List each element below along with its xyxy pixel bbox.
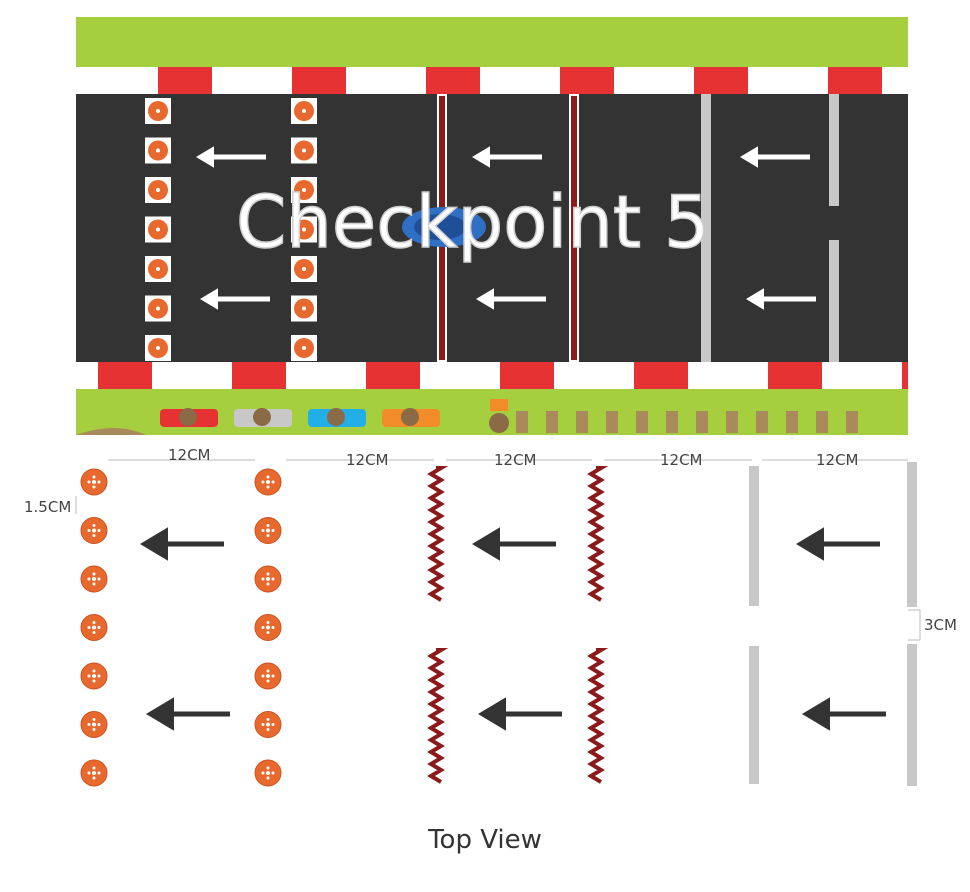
grey-strip bbox=[749, 646, 759, 784]
dark-red-strip bbox=[587, 648, 609, 784]
arrow-left-icon bbox=[140, 527, 224, 561]
dimension-lines bbox=[75, 459, 921, 641]
grey-strip bbox=[907, 644, 917, 786]
track-arrows bbox=[196, 146, 816, 310]
top-view-cones bbox=[80, 468, 282, 787]
cone-marker-icon bbox=[254, 614, 282, 641]
cone-marker-icon bbox=[145, 216, 171, 243]
cone-marker-icon bbox=[80, 565, 108, 593]
asphalt bbox=[76, 94, 908, 362]
cone-marker-icon bbox=[145, 98, 171, 124]
gate-gap-label: 3CM bbox=[924, 616, 957, 634]
arrow-left-icon bbox=[802, 697, 886, 731]
spacing-label-2: 12CM bbox=[346, 451, 389, 469]
car-icon bbox=[402, 207, 486, 247]
checkpoint-title: Checkpoint 5 bbox=[236, 180, 710, 264]
top-view-strips bbox=[427, 462, 917, 786]
cone-marker-icon bbox=[254, 468, 282, 496]
cone-marker-icon bbox=[80, 759, 108, 787]
cone-marker-icon bbox=[145, 295, 171, 322]
cone-marker-icon bbox=[254, 711, 282, 738]
fence-post bbox=[846, 411, 858, 433]
spacing-label-3: 12CM bbox=[494, 451, 537, 469]
cone-marker-icon bbox=[145, 335, 171, 361]
cone-marker-icon bbox=[80, 662, 108, 690]
dark-red-strip bbox=[569, 94, 579, 362]
arrow-left-icon bbox=[472, 527, 556, 561]
top-grass bbox=[76, 17, 908, 67]
top-curb bbox=[76, 67, 908, 94]
dirt-edge bbox=[76, 428, 146, 435]
cone-marker-icon bbox=[145, 137, 171, 164]
cone-marker-icon bbox=[291, 295, 317, 322]
dark-red-strip bbox=[427, 466, 449, 602]
dark-red-strip bbox=[587, 466, 609, 602]
kart-icon bbox=[308, 408, 366, 427]
cone-marker-icon bbox=[145, 177, 171, 203]
cone-marker-icon bbox=[254, 662, 282, 690]
fence-post bbox=[546, 411, 558, 433]
cone-marker-icon bbox=[291, 216, 317, 243]
kart-icon bbox=[382, 408, 440, 427]
kart-icon bbox=[234, 408, 292, 427]
grey-strip bbox=[749, 466, 759, 606]
fence bbox=[516, 411, 858, 433]
grey-strip bbox=[701, 94, 711, 362]
arrow-left-icon bbox=[146, 697, 230, 731]
fence-post bbox=[786, 411, 798, 433]
grey-strip bbox=[907, 462, 917, 607]
cone-marker-icon bbox=[80, 468, 108, 496]
fence-post bbox=[756, 411, 768, 433]
cone-marker-icon bbox=[291, 137, 317, 164]
top-view-diagram: 12CM 12CM 12CM 12CM 12CM 1.5CM 3CM bbox=[24, 446, 957, 787]
arrow-left-icon bbox=[200, 288, 270, 310]
kart-icon bbox=[160, 408, 218, 427]
diagram-caption: Top View bbox=[428, 825, 542, 855]
arrow-left-icon bbox=[746, 288, 816, 310]
cone-marker-icon bbox=[80, 517, 108, 544]
fence-post bbox=[636, 411, 648, 433]
fence-post bbox=[696, 411, 708, 433]
dark-red-strip bbox=[427, 648, 449, 784]
grey-strip bbox=[829, 240, 839, 362]
arrow-left-icon bbox=[476, 288, 546, 310]
arrow-left-icon bbox=[796, 527, 880, 561]
pin-gap-label: 1.5CM bbox=[24, 498, 71, 516]
cone-marker-icon bbox=[291, 98, 317, 124]
kart-icon bbox=[489, 399, 509, 433]
fence-post bbox=[606, 411, 618, 433]
cone-marker-icon bbox=[254, 565, 282, 593]
track-illustration: Checkpoint 5 bbox=[76, 17, 908, 435]
cone-marker-icon bbox=[80, 711, 108, 738]
cone-marker-icon bbox=[254, 759, 282, 787]
fence-post bbox=[576, 411, 588, 433]
arrow-left-icon bbox=[196, 146, 266, 168]
arrow-left-icon bbox=[472, 146, 542, 168]
cone-marker-icon bbox=[80, 614, 108, 641]
spacing-label-5: 12CM bbox=[816, 451, 859, 469]
arrow-left-icon bbox=[478, 697, 562, 731]
cone-marker-icon bbox=[291, 335, 317, 361]
grey-strip bbox=[829, 94, 839, 206]
bottom-curb bbox=[76, 362, 908, 389]
cone-marker-icon bbox=[291, 177, 317, 203]
fence-post bbox=[726, 411, 738, 433]
arrow-left-icon bbox=[740, 146, 810, 168]
top-view-arrows bbox=[140, 527, 886, 731]
spacing-label-4: 12CM bbox=[660, 451, 703, 469]
spacing-label-1: 12CM bbox=[168, 446, 211, 464]
cone-marker-icon bbox=[145, 256, 171, 282]
cone-marker-icon bbox=[291, 256, 317, 282]
fence-post bbox=[516, 411, 528, 433]
cone-marker-icon bbox=[254, 517, 282, 544]
fence-post bbox=[816, 411, 828, 433]
fence-post bbox=[666, 411, 678, 433]
